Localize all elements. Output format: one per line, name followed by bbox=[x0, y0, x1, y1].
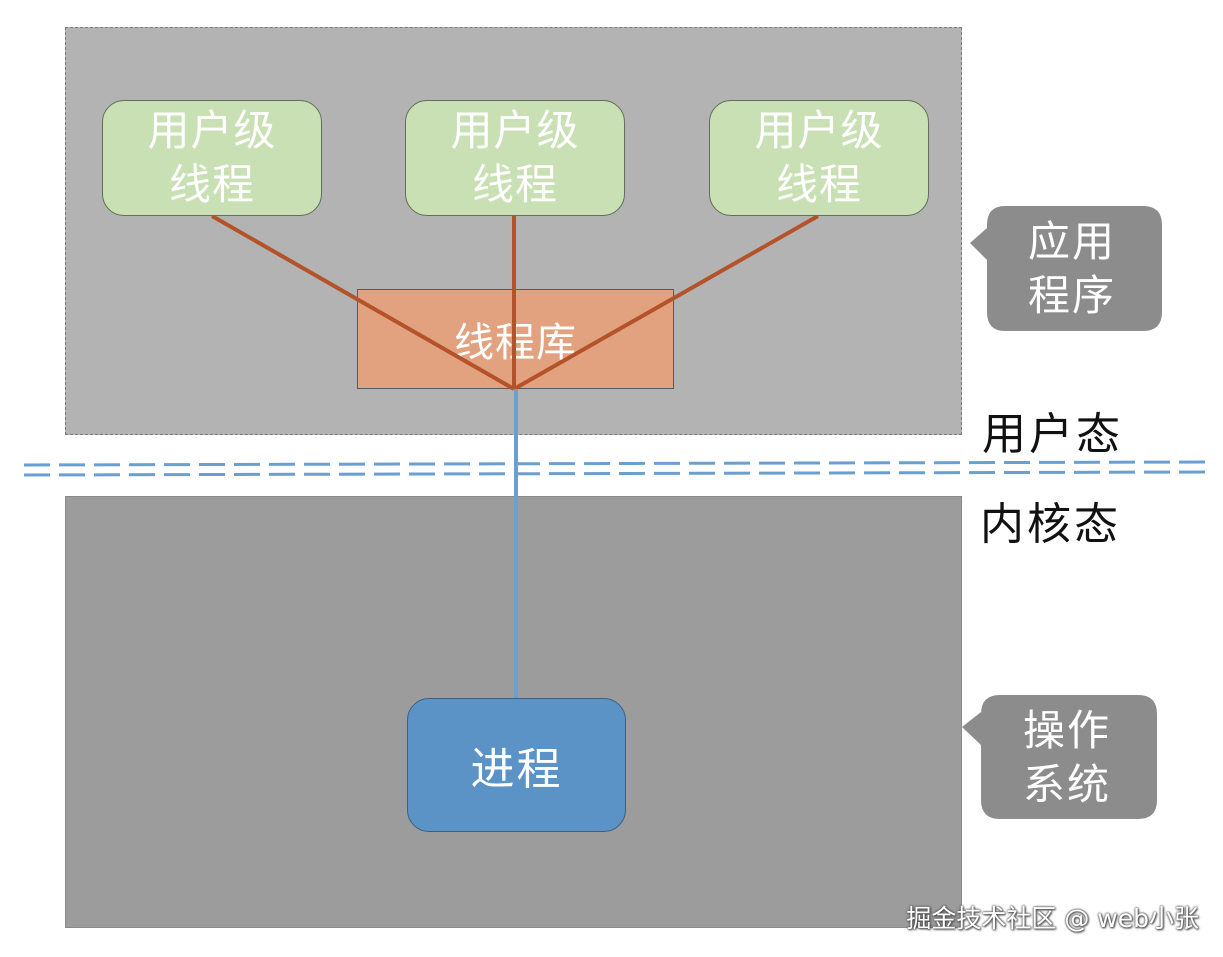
thread-connector-1 bbox=[211, 214, 515, 391]
user-mode-label: 用户态 bbox=[982, 409, 1123, 460]
user-thread-label-3: 用户级线程 bbox=[754, 106, 884, 209]
user-thread-box-3: 用户级线程 bbox=[709, 100, 929, 216]
process-box: 进程 bbox=[407, 698, 626, 832]
application-callout-shape bbox=[970, 206, 1162, 331]
process-label: 进程 bbox=[470, 744, 563, 795]
watermark: 掘金技术社区 @ web小张 bbox=[906, 904, 1199, 933]
user-kernel-divider bbox=[23, 460, 1206, 477]
os-callout-shape bbox=[962, 695, 1157, 819]
divider-line-top bbox=[23, 460, 1206, 467]
os-callout-label: 操作系统 bbox=[1022, 706, 1111, 809]
application-callout-label: 应用程序 bbox=[1027, 217, 1116, 320]
thread-connector-3 bbox=[513, 214, 819, 391]
user-thread-label-1: 用户级线程 bbox=[147, 106, 277, 209]
kernel-mode-label: 内核态 bbox=[980, 499, 1121, 550]
user-thread-box-1: 用户级线程 bbox=[102, 100, 322, 216]
divider-line-bottom bbox=[23, 470, 1206, 477]
user-thread-box-2: 用户级线程 bbox=[405, 100, 625, 216]
user-thread-label-2: 用户级线程 bbox=[450, 106, 580, 209]
